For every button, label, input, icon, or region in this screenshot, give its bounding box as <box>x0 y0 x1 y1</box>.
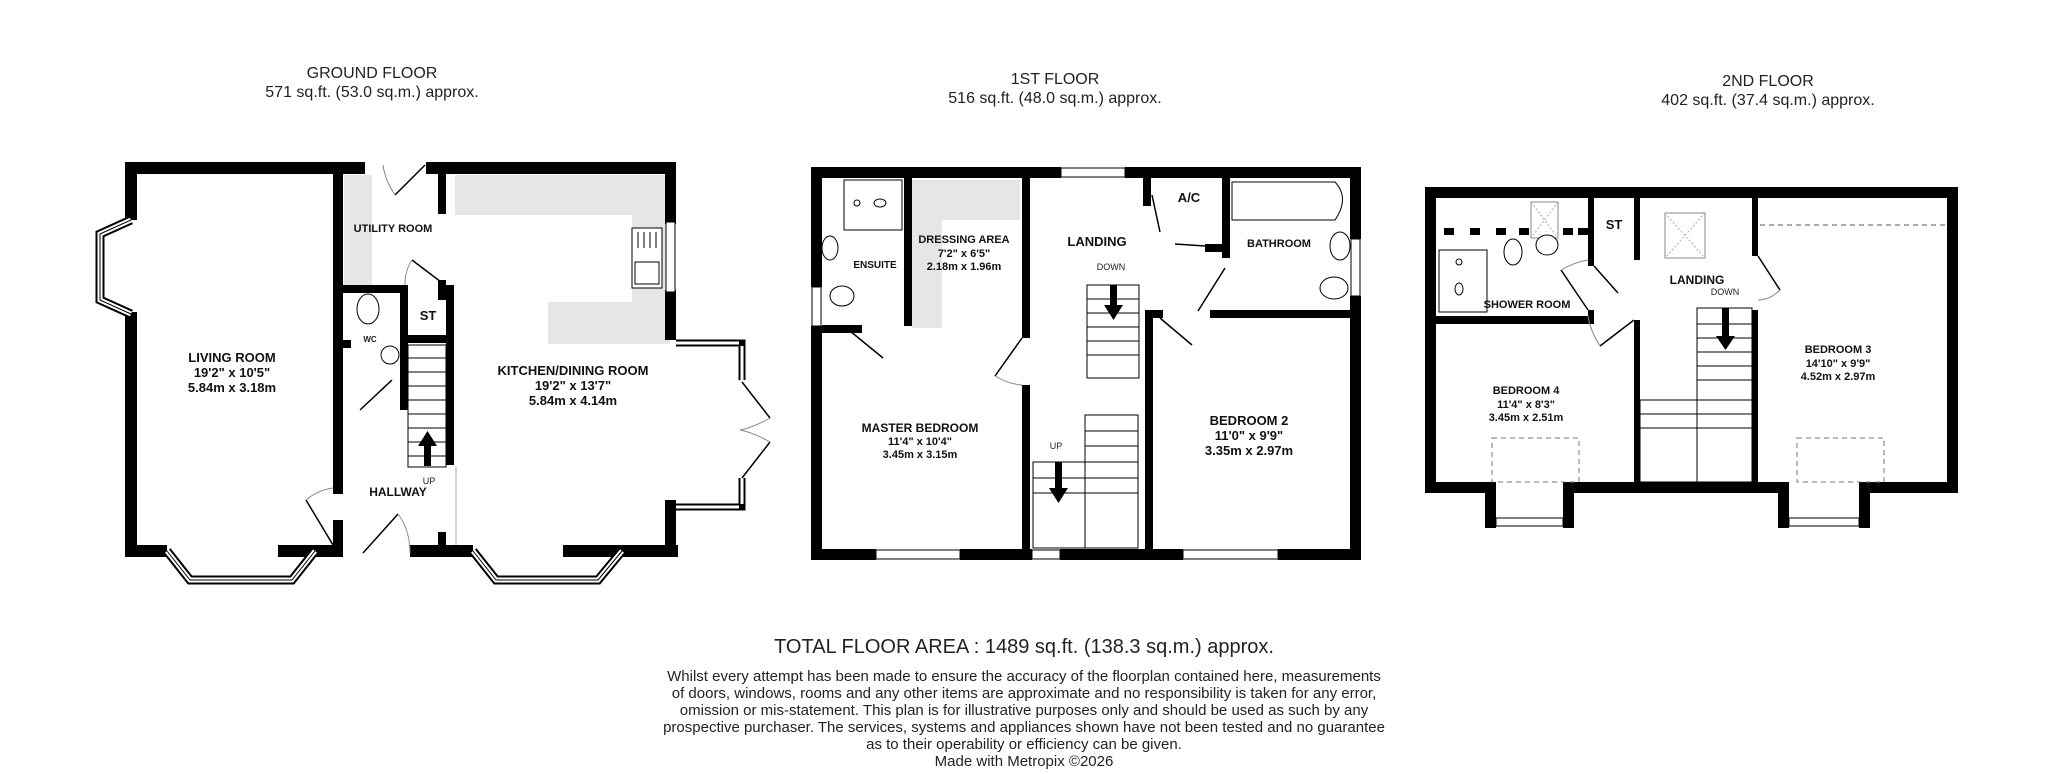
first-floor-plan <box>811 167 1361 560</box>
room-name: BEDROOM 3 <box>1804 344 1872 356</box>
floor-area: 571 sq.ft. (53.0 sq.m.) approx. <box>265 84 479 101</box>
room-name: ST <box>1605 217 1623 232</box>
room-shower-room: SHOWER ROOM <box>1484 298 1571 313</box>
room-imperial: 11'0" x 9'9" <box>1214 428 1284 443</box>
room-metric: 5.84m x 3.18m <box>187 380 277 395</box>
room-name: LANDING <box>1669 273 1725 287</box>
room-name: KITCHEN/DINING ROOM <box>497 363 649 378</box>
credit: Made with Metropix ©2026 <box>934 753 1114 770</box>
room-name: MASTER BEDROOM <box>861 421 979 435</box>
room-metric: 5.84m x 4.14m <box>528 393 618 408</box>
room-utility: UTILITY ROOM <box>354 222 433 237</box>
disclaimer: Whilst every attempt has been made to en… <box>0 668 2048 770</box>
room-living-room: LIVING ROOM 19'2" x 10'5" 5.84m x 3.18m <box>188 350 276 395</box>
room-bathroom: BATHROOM <box>1247 237 1311 252</box>
disclaimer-line: as to their operability or efficiency ca… <box>866 736 1182 753</box>
room-imperial: 19'2" x 10'5" <box>193 365 271 380</box>
room-st: ST <box>420 308 437 323</box>
room-hallway: HALLWAY <box>369 485 427 500</box>
room-master-bedroom: MASTER BEDROOM 11'4" x 10'4" 3.45m x 3.1… <box>862 421 979 462</box>
room-name: A/C <box>1177 190 1201 205</box>
ground-floor-plan <box>95 162 771 585</box>
second-floor-plan <box>1425 187 1958 528</box>
room-ensuite: ENSUITE <box>853 258 896 273</box>
floor-area: 402 sq.ft. (37.4 sq.m.) approx. <box>1661 92 1875 109</box>
room-wc: WC <box>363 335 377 344</box>
room-name: BEDROOM 4 <box>1492 385 1560 397</box>
second-floor-title: 2ND FLOOR 402 sq.ft. (37.4 sq.m.) approx… <box>1618 72 1918 110</box>
room-imperial: 19'2" x 13'7" <box>534 378 612 393</box>
total-floor-area: TOTAL FLOOR AREA : 1489 sq.ft. (138.3 sq… <box>774 636 1274 658</box>
room-name: LANDING <box>1067 234 1127 249</box>
room-imperial: 11'4" x 10'4" <box>887 436 952 448</box>
first-floor-title: 1ST FLOOR 516 sq.ft. (48.0 sq.m.) approx… <box>905 70 1205 108</box>
disclaimer-line: omission or mis-statement. This plan is … <box>679 702 1369 719</box>
stairs-down-label: DOWN <box>1710 287 1740 297</box>
room-name: UTILITY ROOM <box>353 223 433 235</box>
room-imperial: 11'4" x 8'3" <box>1497 399 1555 411</box>
stairs-down-label: DOWN <box>1096 262 1126 272</box>
disclaimer-line: of doors, windows, rooms and any other i… <box>671 685 1377 702</box>
room-name: ENSUITE <box>853 260 897 271</box>
room-name: LIVING ROOM <box>188 350 276 365</box>
room-metric: 2.18m x 1.96m <box>926 261 1002 273</box>
floor-area: 516 sq.ft. (48.0 sq.m.) approx. <box>948 90 1162 107</box>
room-name: DRESSING AREA <box>918 234 1010 246</box>
room-name: SHOWER ROOM <box>1483 299 1571 311</box>
floor-name: 2ND FLOOR <box>1722 73 1814 90</box>
room-metric: 3.45m x 2.51m <box>1488 412 1564 424</box>
stairs-up-label: UP <box>422 476 436 486</box>
stairs-up-label: UP <box>1049 441 1063 451</box>
room-imperial: 7'2" x 6'5" <box>937 248 991 260</box>
ground-floor-title: GROUND FLOOR 571 sq.ft. (53.0 sq.m.) app… <box>222 64 522 102</box>
room-kitchen-dining: KITCHEN/DINING ROOM 19'2" x 13'7" 5.84m … <box>498 363 649 408</box>
room-imperial: 14'10" x 9'9" <box>1805 358 1871 370</box>
room-dressing-area: DRESSING AREA 7'2" x 6'5" 2.18m x 1.96m <box>918 233 1009 274</box>
room-ac: A/C <box>1178 190 1200 205</box>
room-metric: 3.45m x 3.15m <box>882 449 958 461</box>
room-landing-1st: LANDING <box>1067 234 1126 249</box>
room-name: BEDROOM 2 <box>1209 413 1289 428</box>
room-bedroom-3: BEDROOM 3 14'10" x 9'9" 4.52m x 2.97m <box>1801 343 1876 384</box>
room-name: ST <box>419 308 437 323</box>
room-landing-2nd: LANDING <box>1670 273 1725 288</box>
room-metric: 3.35m x 2.97m <box>1204 443 1294 458</box>
disclaimer-line: Whilst every attempt has been made to en… <box>667 668 1381 685</box>
disclaimer-line: prospective purchaser. The services, sys… <box>663 719 1385 736</box>
floor-name: GROUND FLOOR <box>306 65 438 82</box>
room-st-2nd: ST <box>1606 217 1623 232</box>
room-name: BATHROOM <box>1247 238 1311 250</box>
room-bedroom-4: BEDROOM 4 11'4" x 8'3" 3.45m x 2.51m <box>1489 384 1564 425</box>
room-name: HALLWAY <box>369 485 427 499</box>
room-bedroom-2: BEDROOM 2 11'0" x 9'9" 3.35m x 2.97m <box>1205 413 1293 458</box>
floor-name: 1ST FLOOR <box>1010 71 1100 88</box>
room-metric: 4.52m x 2.97m <box>1800 371 1876 383</box>
